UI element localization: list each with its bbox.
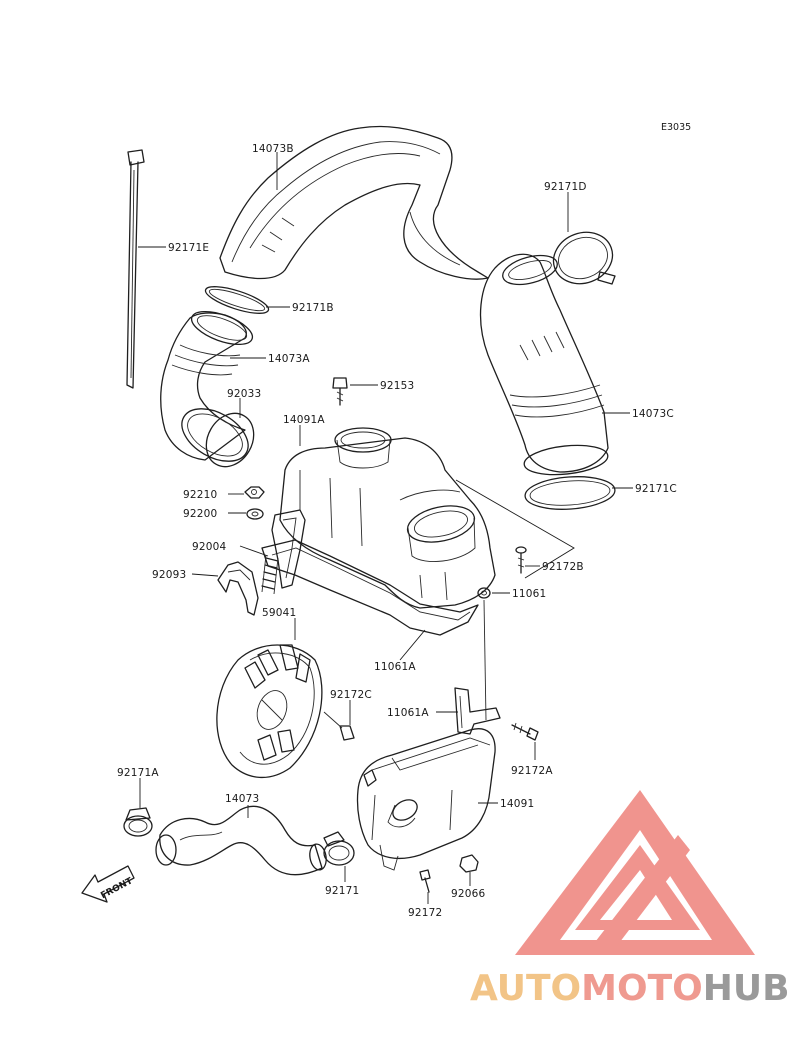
label-92171C: 92171C <box>635 483 677 495</box>
label-92093: 92093 <box>152 569 186 581</box>
label-14091A: 14091A <box>283 414 325 426</box>
watermark-auto: AUTO <box>470 968 581 1009</box>
duct-14073B <box>219 125 489 280</box>
label-11061: 11061 <box>512 588 546 600</box>
label-14091: 14091 <box>500 798 534 810</box>
clamp-92171D <box>552 231 616 285</box>
elbow-14073A <box>160 310 254 461</box>
label-92033: 92033 <box>227 388 261 400</box>
cable-tie-92171E <box>126 149 145 389</box>
label-59041: 59041 <box>262 607 296 619</box>
clamp-92171C <box>524 476 616 510</box>
hose-14073 <box>155 805 327 876</box>
clamp-92171B <box>204 286 270 314</box>
label-92171E: 92171E <box>168 242 209 254</box>
part-labels: 14073B 92171E 92171D 92171B 14073A 92033… <box>117 143 677 919</box>
watermark-moto: MOTO <box>581 968 703 1009</box>
bracket <box>271 509 306 589</box>
watermark-logo <box>515 790 755 955</box>
screw-92172B <box>515 546 527 574</box>
label-11061A-1: 11061A <box>374 661 416 673</box>
front-label: FRONT <box>99 876 135 901</box>
label-92171: 92171 <box>325 885 359 897</box>
air-box-cover-14091A <box>279 427 496 609</box>
clamp-92171A <box>123 807 153 837</box>
label-11061A-2: 11061A <box>387 707 429 719</box>
screw-92172A <box>511 722 539 741</box>
label-14073: 14073 <box>225 793 259 805</box>
label-14073B: 14073B <box>252 143 294 155</box>
holder-92093 <box>217 561 259 616</box>
label-92172B: 92172B <box>542 561 584 573</box>
front-direction-arrow: FRONT <box>81 865 135 903</box>
label-92172A: 92172A <box>511 765 553 777</box>
gasket-11061A-lower <box>454 687 501 735</box>
label-92200: 92200 <box>183 508 217 520</box>
gasket-11061A-upper <box>261 539 479 636</box>
duct-14073C <box>479 253 609 476</box>
label-92171B: 92171B <box>292 302 334 314</box>
clamp-92171 <box>323 831 355 866</box>
label-92066: 92066 <box>451 888 486 900</box>
air-box-14091 <box>356 728 496 871</box>
screw-92172 <box>419 869 431 893</box>
label-14073C: 14073C <box>632 408 674 420</box>
spring-92004 <box>261 554 279 595</box>
label-92004: 92004 <box>192 541 227 553</box>
filter-element-59041 <box>216 644 323 779</box>
bolt-92153 <box>332 377 348 406</box>
label-92171A: 92171A <box>117 767 159 779</box>
washer-92200 <box>246 508 264 520</box>
diagram-code: E3035 <box>661 122 691 133</box>
label-92172C: 92172C <box>330 689 372 701</box>
nut-92210 <box>244 486 265 499</box>
watermark-text: AUTOMOTOHUB <box>470 968 790 1009</box>
label-92172: 92172 <box>408 907 442 919</box>
clamp-92033 <box>181 408 255 468</box>
grommet-11061 <box>477 587 491 721</box>
leader-lines <box>138 152 633 904</box>
label-92171D: 92171D <box>544 181 587 193</box>
label-92153: 92153 <box>380 380 414 392</box>
label-14073A: 14073A <box>268 353 310 365</box>
watermark-hub: HUB <box>703 968 790 1009</box>
screw-92172C <box>323 711 355 741</box>
plug-92066 <box>459 854 479 873</box>
label-92210: 92210 <box>183 489 217 501</box>
